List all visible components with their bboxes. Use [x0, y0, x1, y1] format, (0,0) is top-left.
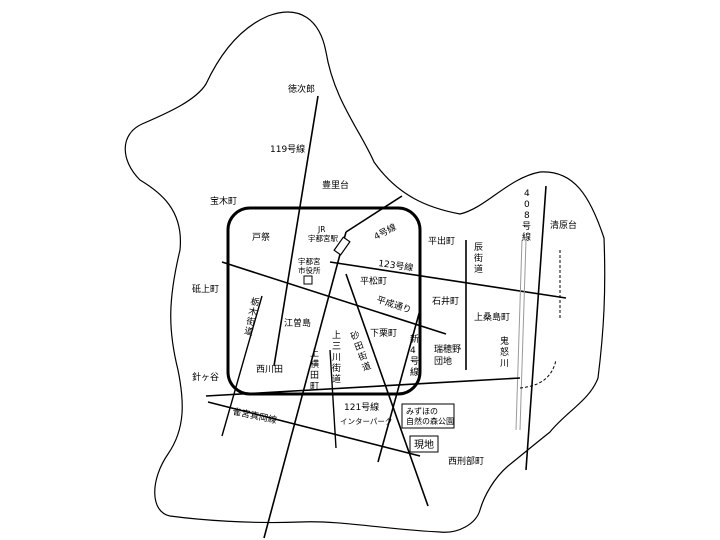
- kmk-1: 上: [332, 330, 341, 341]
- label-nishigyobucho: 西刑部町: [448, 455, 484, 467]
- r408-2: 0: [524, 200, 530, 210]
- label-tokujiro: 徳次郎: [288, 83, 315, 95]
- jr-1: JR: [317, 225, 325, 234]
- park-box: [401, 403, 455, 429]
- r408-4: 号: [522, 221, 531, 232]
- kamiyokota-3: 田: [310, 370, 319, 381]
- nr4-3: 号: [410, 356, 419, 367]
- kamiyokota-2: 横: [310, 358, 319, 370]
- label-haritagaya: 針ヶ谷: [192, 371, 219, 383]
- kmk-4: 街: [332, 362, 341, 374]
- tk-2: 街: [474, 252, 483, 264]
- tgk-4: 道: [243, 325, 254, 339]
- route-119-line: [273, 95, 319, 367]
- suzumenomiya-line: [207, 401, 421, 457]
- route-121-line: [205, 377, 521, 397]
- label-route121: 121号線: [344, 401, 379, 413]
- label-shimokurimachi: 下栗町: [370, 328, 397, 339]
- kg-2: 怒: [500, 346, 509, 358]
- kg-3: 川: [500, 359, 509, 369]
- park-2: 自然の森公園: [406, 416, 454, 426]
- nr4-1: 新: [410, 333, 419, 345]
- label-kamimikawa-kaido: 上 三 川 街 道: [332, 330, 344, 385]
- kamiyokota-4: 町: [310, 382, 319, 392]
- kmk-2: 三: [332, 342, 341, 352]
- kg-1: 鬼: [500, 335, 509, 347]
- r408-1: 4: [524, 189, 530, 199]
- label-nishikawada: 西川田: [256, 364, 283, 375]
- label-sunada-kaido: 砂 田 街 道: [349, 327, 376, 373]
- label-site: 現地: [414, 438, 434, 451]
- label-kamikuwajimacho: 上桑島町: [474, 311, 510, 323]
- label-route408: 4 0 8 号 線: [522, 189, 534, 243]
- tgk-2: 木: [247, 305, 258, 319]
- route-123-line: [329, 261, 567, 299]
- nr4-2: 4: [410, 346, 416, 356]
- label-emushima: 江曽島: [284, 317, 311, 329]
- sd-4: 道: [360, 359, 373, 373]
- kinugawa-line: [525, 185, 547, 471]
- label-route4: 4号線: [372, 221, 399, 243]
- tochigi-kaido-line: [221, 295, 263, 437]
- label-new-route4: 新 4 号 線: [410, 333, 422, 378]
- jr-station-symbol: [333, 236, 351, 256]
- nr4-4: 線: [410, 366, 419, 378]
- city-hall-symbol: [303, 275, 313, 285]
- label-tatsumi-kaido: 辰 街 道: [474, 242, 486, 275]
- label-tomatsuri: 戸祭: [252, 231, 270, 243]
- label-interchange: インターパーク: [340, 417, 392, 426]
- mizuhono-line-1: 瑞穂野: [434, 343, 461, 355]
- label-park: みずほの 自然の森公園: [406, 406, 454, 426]
- label-ishiicho: 石井町: [432, 295, 459, 307]
- label-kamiyokotacho: 上 横 田 町: [310, 348, 322, 392]
- dashed-connector: [519, 359, 557, 389]
- route-4-line: [345, 195, 403, 233]
- label-heimatsucho: 平松町: [360, 275, 387, 287]
- r408-5: 線: [522, 231, 531, 243]
- inner-ring-road: [226, 206, 422, 396]
- ch-1: 宇都宮: [298, 256, 321, 266]
- city-boundary: [124, 11, 606, 533]
- label-hiradecho: 平出町: [428, 235, 455, 247]
- label-togamicho: 砥上町: [192, 283, 219, 295]
- route-408-line-b: [519, 239, 527, 431]
- kmk-5: 道: [332, 373, 341, 385]
- label-toyosatodai: 豊里台: [322, 179, 349, 191]
- mizuhono-line-2: 団地: [434, 355, 452, 367]
- tk-3: 道: [474, 263, 483, 275]
- label-route119: 119号線: [270, 143, 305, 155]
- ch-2: 市役所: [298, 265, 321, 275]
- route-408-line-a: [515, 239, 523, 431]
- label-route123: 123号線: [378, 257, 415, 274]
- kamimikawa-kaido-line: [329, 349, 337, 449]
- sunada-kaido-line: [345, 273, 429, 507]
- tgk-3: 街: [245, 315, 256, 329]
- park-1: みずほの: [406, 406, 438, 416]
- jr-2: 宇都宮駅: [308, 233, 338, 243]
- label-city-hall: 宇都宮 市役所: [298, 256, 323, 275]
- tgk-1: 栃: [249, 295, 260, 309]
- label-kinugawa: 鬼 怒 川: [500, 335, 512, 369]
- kamiyokota-1: 上: [310, 348, 319, 359]
- site-box: [409, 435, 439, 453]
- label-hogicho: 宝木町: [210, 195, 237, 207]
- label-suzumenomiya: 雀宮真岡線: [231, 405, 278, 426]
- kmk-3: 川: [332, 353, 341, 363]
- tk-1: 辰: [474, 242, 483, 253]
- label-mizuhono-danchi: 瑞穂野 団地: [434, 343, 464, 367]
- label-tochigi-kaido: 栃 木 街 道: [243, 295, 263, 339]
- new-route-4-line: [377, 309, 421, 463]
- r408-3: 8: [524, 211, 530, 221]
- label-kiyoharadai: 清原台: [550, 219, 577, 231]
- kamimikawa-line: [263, 231, 347, 539]
- label-jr-station: JR 宇都宮駅: [308, 225, 338, 243]
- heisei-dori-line: [221, 261, 447, 335]
